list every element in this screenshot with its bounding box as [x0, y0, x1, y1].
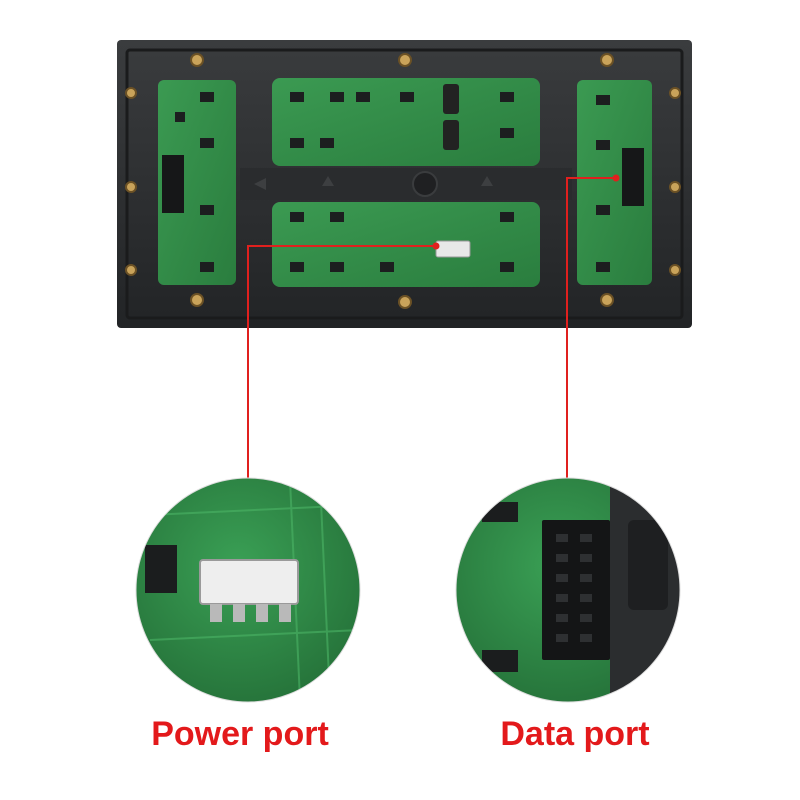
- callout-lines: [247, 177, 616, 480]
- data-header-closeup: [542, 520, 610, 660]
- power-callout-line: [247, 245, 436, 480]
- data-callout-dot: [612, 174, 620, 182]
- power-port-label: Power port: [151, 715, 329, 753]
- power-connector-closeup: [199, 559, 299, 605]
- power-port-zoom: [136, 478, 360, 702]
- arrow-up-icon: [481, 176, 493, 186]
- data-port-zoom: [456, 478, 680, 702]
- pcb-panel-bottom: [272, 202, 540, 287]
- ic-chip: [145, 545, 177, 593]
- data-header-left: [162, 155, 184, 213]
- power-callout-dot: [432, 242, 440, 250]
- arrow-up-icon: [322, 176, 334, 186]
- pcb-panel-left: [158, 80, 236, 285]
- ic-chip: [482, 650, 518, 672]
- center-boss-icon: [412, 171, 438, 197]
- arrow-left-icon: [254, 178, 266, 190]
- led-module: [117, 40, 692, 328]
- pcb-panel-top: [272, 78, 540, 166]
- data-header-right: [622, 148, 644, 206]
- pcb-panel-right: [577, 80, 652, 285]
- data-callout-line: [566, 177, 616, 480]
- power-connector: [435, 240, 471, 258]
- data-port-label: Data port: [500, 715, 650, 753]
- capacitor: [443, 84, 459, 114]
- screw-insert-icon: [125, 53, 681, 309]
- capacitor: [443, 120, 459, 150]
